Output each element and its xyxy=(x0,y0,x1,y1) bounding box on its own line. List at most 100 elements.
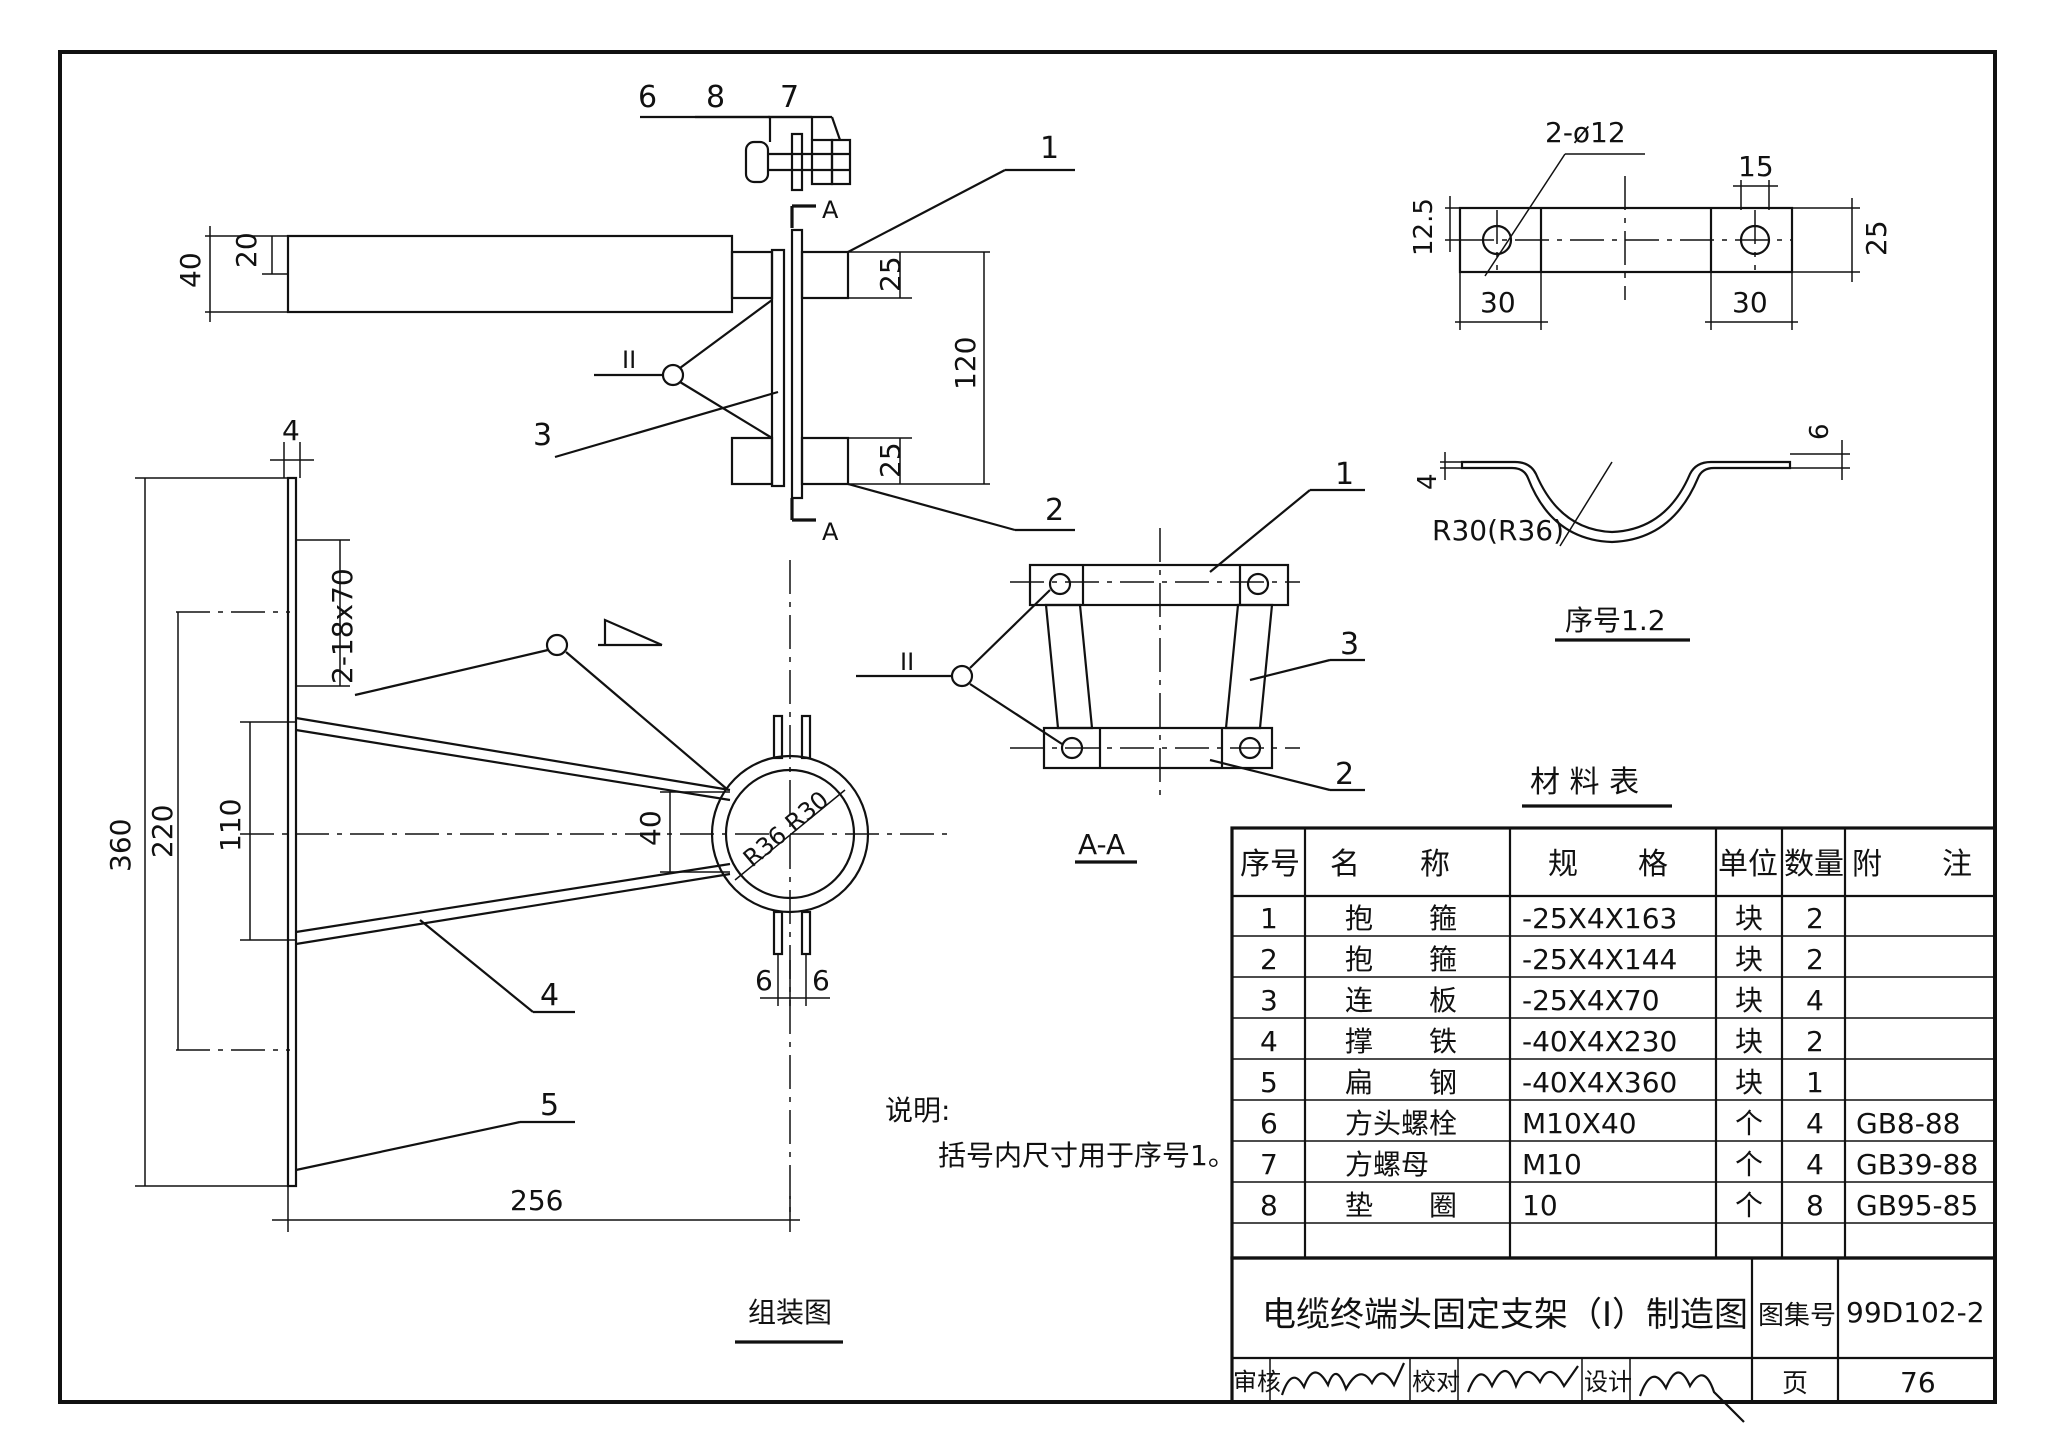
notes-text: 括号内尺寸用于序号1。 xyxy=(938,1139,1236,1172)
assembly-title: 组装图 xyxy=(748,1296,832,1329)
detail-holes-label: 2-ø12 xyxy=(1545,116,1626,149)
svg-text:个: 个 xyxy=(1735,1189,1763,1222)
callout-5: 5 xyxy=(540,1088,559,1123)
dim-4: 4 xyxy=(282,414,300,447)
header-name: 名 称 xyxy=(1330,847,1450,882)
svg-text:块: 块 xyxy=(1735,1066,1763,1099)
weld-symbol-top: II xyxy=(622,346,636,374)
svg-text:连 板: 连 板 xyxy=(1345,984,1457,1017)
svg-text:个: 个 xyxy=(1735,1107,1763,1140)
atlas-number: 99D102-2 xyxy=(1846,1296,1985,1329)
callout-7: 7 xyxy=(780,80,799,115)
svg-text:4: 4 xyxy=(1806,984,1824,1017)
svg-text:5: 5 xyxy=(1260,1066,1278,1099)
table-row: 3 连 板 -25X4X70 块 4 xyxy=(1260,984,1824,1017)
dim-256: 256 xyxy=(510,1184,563,1217)
detail-dim-4: 4 xyxy=(1413,473,1443,490)
assembly-top-view xyxy=(205,115,1075,1220)
svg-text:块: 块 xyxy=(1735,1025,1763,1058)
table-row: 6 方头螺栓 M10X40 个 4 GB8-88 xyxy=(1260,1107,1960,1140)
svg-text:方头螺栓: 方头螺栓 xyxy=(1345,1107,1457,1140)
svg-text:个: 个 xyxy=(1735,1148,1763,1181)
title-block xyxy=(1230,1256,1997,1423)
detail-dim-15: 15 xyxy=(1738,150,1774,183)
svg-text:-25X4X144: -25X4X144 xyxy=(1522,943,1677,976)
section-mark-a-bottom: A xyxy=(822,518,839,546)
svg-text:2: 2 xyxy=(1806,1025,1824,1058)
detail-12-view xyxy=(1440,153,1860,642)
signature-designer xyxy=(1638,1371,1745,1423)
check-label: 校对 xyxy=(1412,1368,1460,1396)
svg-text:块: 块 xyxy=(1735,984,1763,1017)
svg-text:6: 6 xyxy=(1260,1107,1278,1140)
svg-text:8: 8 xyxy=(1806,1189,1824,1222)
svg-text:4: 4 xyxy=(1260,1025,1278,1058)
svg-text:GB8-88: GB8-88 xyxy=(1856,1107,1960,1140)
svg-text:GB39-88: GB39-88 xyxy=(1856,1148,1978,1181)
svg-text:撑 铁: 撑 铁 xyxy=(1345,1025,1457,1058)
drawing-frame xyxy=(58,50,1997,1404)
header-unit: 单位 xyxy=(1718,847,1778,882)
dim-radius: R36 R30 xyxy=(738,786,834,873)
notes-heading: 说明: xyxy=(885,1094,950,1127)
svg-text:2: 2 xyxy=(1806,902,1824,935)
page-label: 页 xyxy=(1782,1369,1808,1399)
dim-25-bottom: 25 xyxy=(874,442,907,478)
detail-dim-30-left: 30 xyxy=(1480,286,1516,319)
svg-text:1: 1 xyxy=(1260,902,1278,935)
table-row: 2 抱 箍 -25X4X144 块 2 xyxy=(1260,943,1824,976)
detail-dim-6: 6 xyxy=(1805,423,1835,440)
svg-text:7: 7 xyxy=(1260,1148,1278,1181)
detail-dim-12-5: 12.5 xyxy=(1409,198,1439,256)
signature-checker xyxy=(1466,1365,1579,1393)
dim-2-18x70: 2-18x70 xyxy=(326,568,359,684)
svg-text:2: 2 xyxy=(1260,943,1278,976)
detail-radius: R30(R36) xyxy=(1432,514,1564,547)
section-callout-3: 3 xyxy=(1340,627,1359,662)
dim-6-right: 6 xyxy=(812,964,830,997)
svg-text:方螺母: 方螺母 xyxy=(1345,1148,1429,1181)
drawing-title: 电缆终端头固定支架（I）制造图 xyxy=(1262,1295,1748,1335)
svg-text:GB95-85: GB95-85 xyxy=(1856,1189,1978,1222)
svg-text:10: 10 xyxy=(1522,1189,1558,1222)
design-label: 设计 xyxy=(1584,1368,1632,1396)
header-spec: 规 格 xyxy=(1548,847,1668,882)
callout-3: 3 xyxy=(533,418,552,453)
dim-20: 20 xyxy=(230,232,263,268)
dim-110: 110 xyxy=(214,799,247,852)
review-label: 审核 xyxy=(1233,1368,1281,1396)
header-remarks: 附 注 xyxy=(1852,847,1972,882)
dim-40: 40 xyxy=(174,252,207,288)
dim-360: 360 xyxy=(104,819,137,872)
section-aa-view xyxy=(856,488,1365,864)
table-row: 4 撑 铁 -40X4X230 块 2 xyxy=(1260,1025,1824,1058)
callout-8: 8 xyxy=(706,80,725,115)
svg-text:2: 2 xyxy=(1806,943,1824,976)
strut-top-view xyxy=(286,234,734,314)
bolt-assembly xyxy=(744,132,852,192)
svg-text:-40X4X230: -40X4X230 xyxy=(1522,1025,1677,1058)
svg-text:扁 钢: 扁 钢 xyxy=(1345,1066,1457,1099)
material-table xyxy=(1230,804,1997,1260)
svg-text:-25X4X163: -25X4X163 xyxy=(1522,902,1677,935)
dim-120: 120 xyxy=(949,337,982,390)
svg-text:3: 3 xyxy=(1260,984,1278,1017)
svg-text:4: 4 xyxy=(1806,1148,1824,1181)
svg-text:4: 4 xyxy=(1806,1107,1824,1140)
callout-6: 6 xyxy=(638,80,657,115)
assembly-front-view xyxy=(135,442,950,1344)
signature-reviewer xyxy=(1280,1362,1406,1396)
svg-text:垫 圈: 垫 圈 xyxy=(1345,1189,1457,1222)
atlas-label: 图集号 xyxy=(1758,1301,1836,1331)
svg-text:-40X4X360: -40X4X360 xyxy=(1522,1066,1677,1099)
detail-dim-30-right: 30 xyxy=(1732,286,1768,319)
weld-symbol-section: II xyxy=(900,648,914,676)
detail-title: 序号1.2 xyxy=(1565,604,1666,637)
svg-text:1: 1 xyxy=(1806,1066,1824,1099)
header-qty: 数量 xyxy=(1784,847,1844,882)
callout-2: 2 xyxy=(1045,493,1064,528)
table-row: 7 方螺母 M10 个 4 GB39-88 xyxy=(1260,1148,1978,1181)
page-number: 76 xyxy=(1900,1366,1936,1399)
svg-text:抱 箍: 抱 箍 xyxy=(1345,902,1457,935)
